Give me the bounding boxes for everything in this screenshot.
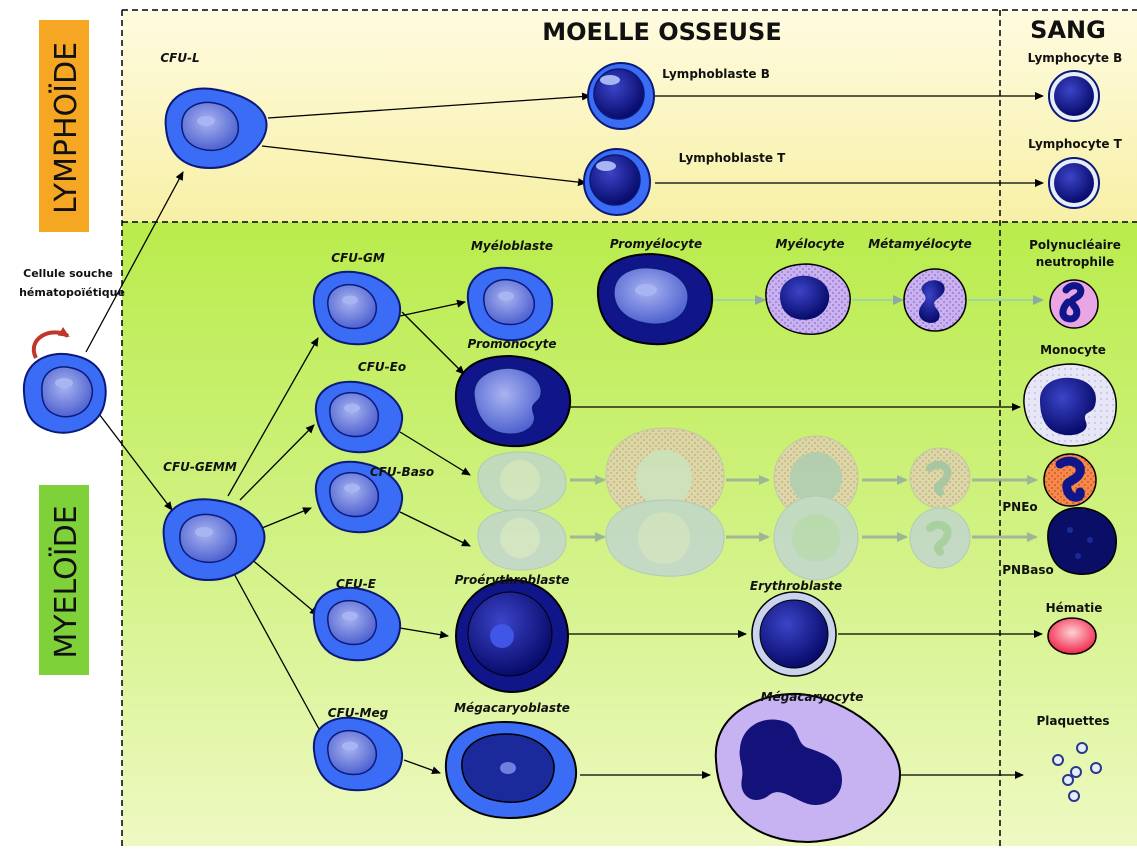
- lymphocyte-b-cell: [1049, 71, 1099, 121]
- cfu-eo-label: CFU-Eo: [358, 360, 406, 374]
- myelocyte-cell: [766, 264, 850, 334]
- lymphoid-label: LYMPHOÏDE: [48, 42, 84, 214]
- stem-cell-label-1: Cellule souche: [23, 267, 113, 280]
- erythroblast-cell: [752, 592, 836, 676]
- pneo-label: PNEo: [1002, 500, 1037, 514]
- metamyelocyte-cell: [904, 269, 966, 331]
- cfu-meg-label: CFU-Meg: [328, 706, 389, 720]
- neutrophil-label-2: neutrophile: [1036, 255, 1115, 269]
- lymphocyte-t-label: Lymphocyte T: [1028, 137, 1123, 151]
- cfu-baso-label: CFU-Baso: [370, 465, 434, 479]
- metamyelocyte-label: Métamyélocyte: [868, 237, 972, 251]
- megakaryocyte-label: Mégacaryocyte: [761, 690, 864, 704]
- cfu-gemm-label: CFU-GEMM: [163, 460, 237, 474]
- promonocyte-cell: [456, 356, 570, 446]
- lymphoblast-t-label: Lymphoblaste T: [679, 151, 787, 165]
- myeloblast-label: Myéloblaste: [471, 239, 553, 253]
- promyelocyte-cell: [598, 254, 712, 344]
- myeloid-label: MYELOÏDE: [48, 505, 84, 658]
- pnbaso-cell: [1048, 508, 1116, 575]
- lymphoblast-b-label: Lymphoblaste B: [662, 67, 770, 81]
- erythroblast-label: Erythroblaste: [750, 579, 842, 593]
- neutrophil-label-1: Polynucléaire: [1029, 238, 1121, 252]
- hematie-label: Hématie: [1046, 601, 1103, 615]
- monocyte-cell: [1024, 364, 1116, 446]
- stem-cell: [24, 332, 106, 432]
- cfu-e-label: CFU-E: [336, 577, 377, 591]
- blood-header: SANG: [1030, 16, 1106, 44]
- neutrophil-cell: [1050, 280, 1098, 328]
- lymphoblast-t-cell: [584, 149, 650, 215]
- cfu-gm-label: CFU-GM: [331, 251, 385, 265]
- proerythroblast-label: Proérythroblaste: [455, 573, 570, 587]
- lymphoblast-b-cell: [588, 63, 654, 129]
- platelets-label: Plaquettes: [1036, 714, 1109, 728]
- myelocyte-label: Myélocyte: [775, 237, 844, 251]
- megakaryoblast-cell: [446, 722, 576, 818]
- promyelocyte-label: Promyélocyte: [610, 237, 702, 251]
- monocyte-label: Monocyte: [1040, 343, 1106, 357]
- hematie-cell: [1048, 618, 1096, 654]
- stem-cell-label-2: hématopoïétique: [19, 286, 125, 299]
- myeloblast-cell: [468, 268, 552, 340]
- proerythroblast-cell: [456, 580, 568, 692]
- bone-marrow-header: MOELLE OSSEUSE: [542, 18, 781, 46]
- megakaryoblast-label: Mégacaryoblaste: [454, 701, 570, 715]
- pnbaso-label: PNBaso: [1002, 563, 1053, 577]
- promonocyte-label: Promonocyte: [468, 337, 557, 351]
- lymphocyte-t-cell: [1049, 158, 1099, 208]
- cfu-l-label: CFU-L: [160, 51, 199, 65]
- pneo-cell: [1044, 454, 1096, 506]
- lymphocyte-b-label: Lymphocyte B: [1028, 51, 1123, 65]
